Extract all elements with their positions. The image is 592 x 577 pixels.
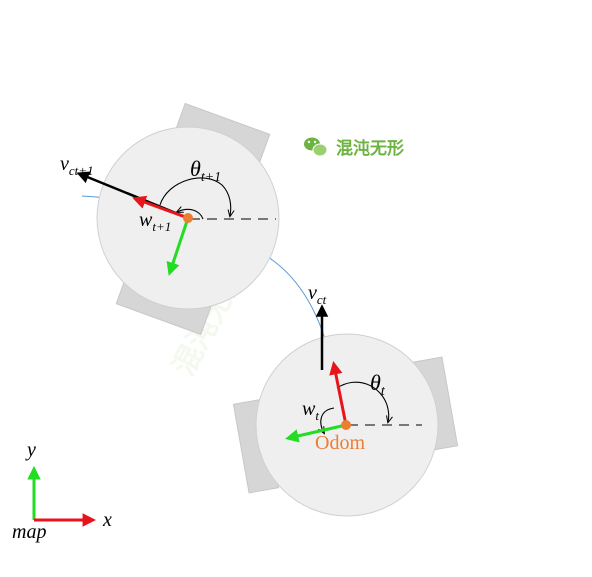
robot-t1: vct+1 θt+1 wt+1: [60, 102, 280, 336]
map-frame: y x map: [12, 439, 112, 543]
odom-label: Odom: [315, 432, 365, 454]
robot-t1-x-axis: [132, 195, 189, 220]
watermark-text: 混沌无形: [336, 138, 404, 159]
robot-t-y-axis: [285, 423, 347, 443]
map-y-label: y: [25, 439, 36, 461]
robot-t-heading-label: θt: [370, 370, 386, 399]
robot-t: vct θt wt Odom: [232, 282, 459, 517]
robot-t1-velocity-label: vct+1: [60, 153, 94, 178]
robot-t-heading-arc: [336, 381, 389, 422]
robot-t1-heading-arc: [159, 177, 231, 216]
robot-t1-angular-arc: [177, 209, 204, 220]
robot-t-x-axis: [329, 361, 348, 426]
robot-t1-angular-label: wt+1: [139, 209, 171, 234]
robot-t-angular-label: wt: [302, 398, 319, 423]
robot-t-center: [341, 420, 351, 430]
robot-t-velocity-label: vct: [308, 282, 327, 307]
robot-t1-y-axis: [166, 217, 190, 276]
robot-t1-center: [183, 213, 193, 223]
robot-t1-heading-label: θt+1: [190, 156, 221, 185]
map-name-label: map: [12, 521, 46, 543]
map-x-label: x: [102, 509, 112, 531]
wechat-icon: [304, 137, 328, 157]
